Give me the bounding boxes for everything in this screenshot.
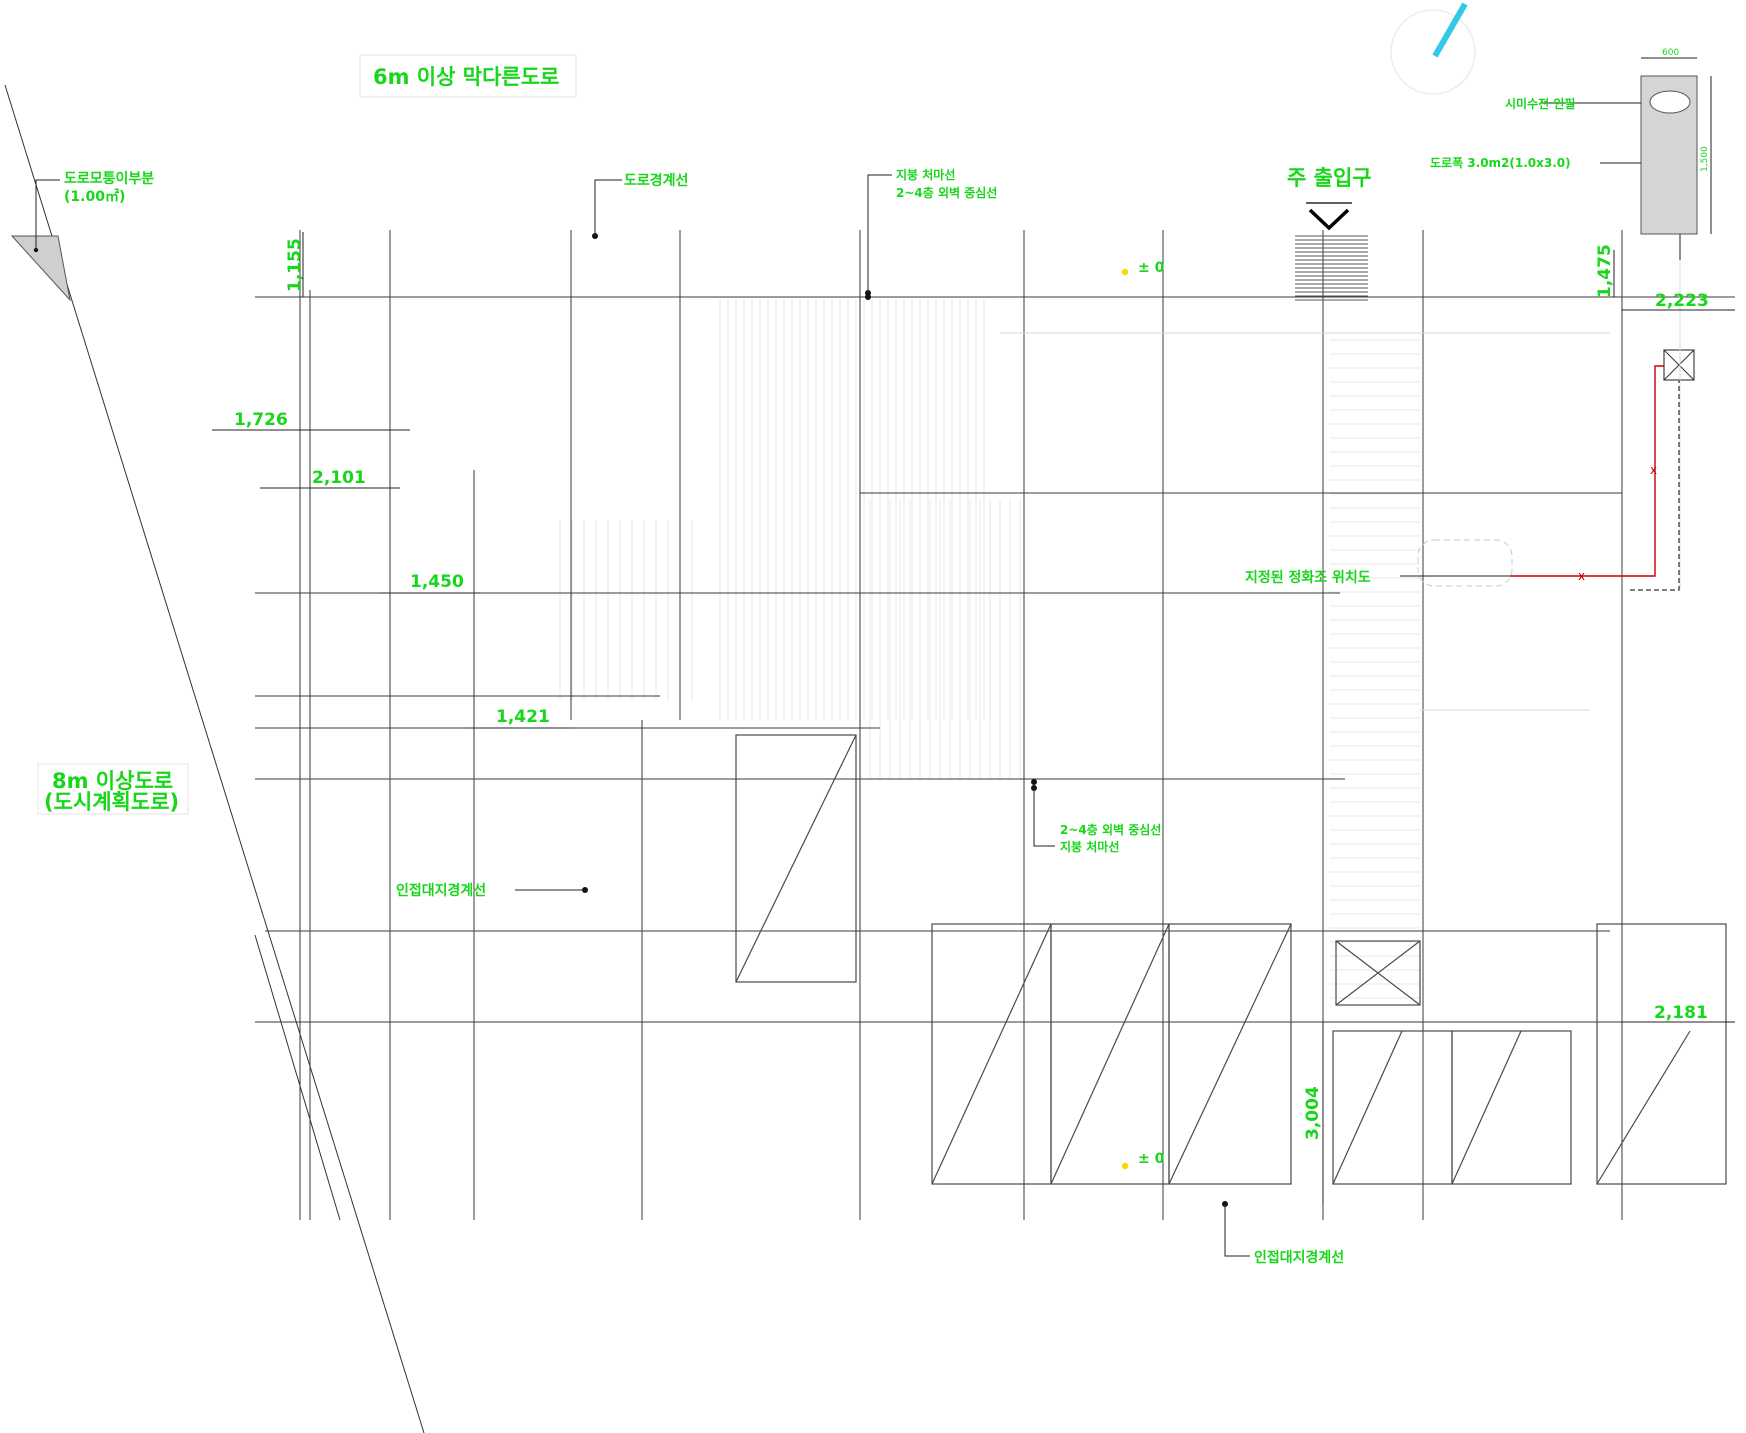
dimension-values: 1,155 1,726 2,101 1,450 1,421 1,475 2,22… [234, 48, 1710, 1140]
road-8m-label-line1: 8m 이상도로 [52, 769, 173, 793]
parking-stalls [735, 734, 1727, 1185]
dim-2223: 2,223 [1655, 291, 1709, 311]
roof-eave-label: 지붕 처마선 [896, 167, 955, 182]
main-entrance-label: 주 출입구 [1287, 166, 1372, 190]
road-edge [4, 84, 425, 1433]
corner-cut-label: 도로모퉁이부분 [64, 170, 154, 187]
dim-1475: 1,475 [1595, 244, 1615, 298]
wall-center-label-top: 2~4층 외벽 중심선 [896, 185, 997, 200]
dim-1421: 1,421 [496, 707, 550, 727]
wall-center-label-mid: 2~4층 외벽 중심선 [1060, 822, 1161, 837]
dim-2101: 2,101 [312, 468, 366, 488]
road-8m-label-line2: (도시계획도로) [44, 790, 179, 814]
entrance-stair [1295, 235, 1368, 301]
dim-1155: 1,155 [285, 238, 305, 292]
dim-meter-height: 1,500 [1700, 146, 1710, 172]
dim-1726: 1,726 [234, 410, 288, 430]
water-meter-box [1640, 57, 1712, 590]
dim-meter-width: 600 [1662, 48, 1679, 58]
dim-2181: 2,181 [1654, 1003, 1708, 1023]
dim-3004: 3,004 [1303, 1086, 1323, 1140]
level-markers [1121, 268, 1129, 1170]
chevron-down-icon [1306, 202, 1352, 231]
road-note-label: 도로폭 3.0m2(1.0x3.0) [1430, 156, 1571, 170]
dead-end-road-label: 6m 이상 막다른도로 [373, 65, 559, 89]
svg-text:x: x [1578, 569, 1585, 583]
structural-grid [255, 230, 1735, 1220]
level-label-top: ± 0 [1138, 260, 1165, 276]
water-meter-label: 시미수전 인필 [1505, 96, 1575, 111]
corner-cut-triangle [10, 179, 71, 302]
road-boundary-label: 도로경계선 [624, 172, 688, 189]
site-boundary-bottom-label: 인접대지경계선 [1254, 1249, 1344, 1266]
annotations: 6m 이상 막다른도로 도로모퉁이부분 (1.00㎡) 도로경계선 지붕 처마선… [37, 54, 1575, 1266]
north-arrow-icon [1390, 2, 1476, 95]
roof-eave-label-mid: 지붕 처마선 [1060, 839, 1119, 854]
level-label-bottom: ± 0 [1138, 1151, 1165, 1167]
dimension-lines [212, 232, 1735, 1204]
dim-1450: 1,450 [410, 572, 464, 592]
corner-cut-area-label: (1.00㎡) [64, 188, 125, 205]
pipe-route: x x [1400, 365, 1680, 591]
interior-hatching [559, 300, 1420, 999]
annotation-leaders [515, 102, 1641, 1257]
site-boundary-left-label: 인접대지경계선 [396, 882, 486, 899]
septic-note-label: 지정된 정화조 위치도 [1245, 569, 1371, 586]
svg-text:x: x [1650, 463, 1657, 477]
